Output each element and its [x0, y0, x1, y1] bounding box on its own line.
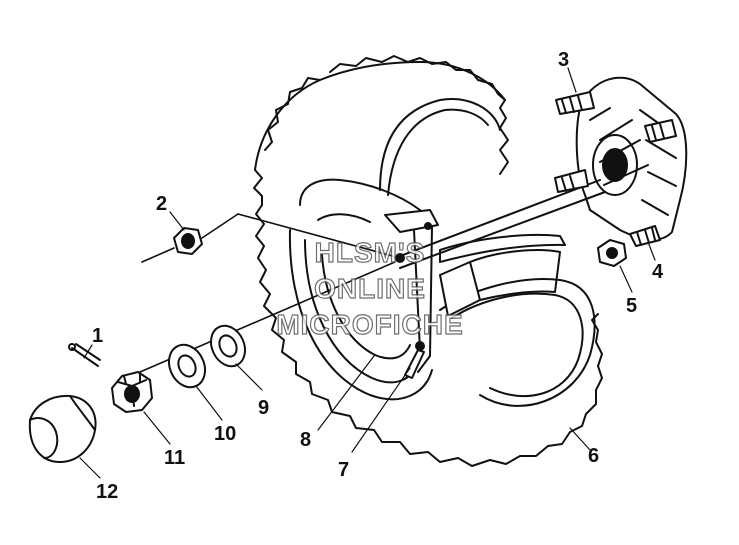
callout-12: 12: [96, 481, 118, 503]
cotter-pin: [68, 343, 101, 367]
washer-9: [209, 324, 247, 368]
callout-1: 1: [92, 325, 103, 347]
watermark: HLSM'S ONLINE MICROFICHE: [276, 236, 464, 340]
callout-9: 9: [258, 397, 269, 419]
hub-cap: [28, 394, 97, 463]
callout-6: 6: [588, 445, 599, 467]
valve-stem: [404, 349, 425, 379]
washer-10: [168, 343, 206, 389]
callout-labels: 1 2 3 4 5 6 7 8 9 10 11 12: [92, 49, 664, 503]
watermark-line-3: MICROFICHE: [276, 309, 463, 340]
wheel-stud: [629, 225, 661, 247]
watermark-line-1: HLSM'S: [315, 237, 426, 268]
lug-nut: [597, 239, 627, 267]
hub: [554, 76, 688, 241]
callout-4: 4: [652, 261, 664, 283]
tire: [253, 55, 603, 467]
callout-5: 5: [626, 295, 637, 317]
callout-11: 11: [164, 447, 185, 469]
watermark-line-2: ONLINE: [314, 273, 426, 304]
leader-lines: [79, 67, 656, 479]
hex-nut: [141, 213, 401, 263]
callout-2: 2: [156, 193, 167, 215]
wheel-rim: [288, 178, 566, 401]
callout-7: 7: [338, 459, 349, 481]
castle-nut: [111, 371, 153, 413]
callout-3: 3: [558, 49, 569, 71]
callout-10: 10: [214, 423, 236, 445]
callout-8: 8: [300, 429, 311, 451]
